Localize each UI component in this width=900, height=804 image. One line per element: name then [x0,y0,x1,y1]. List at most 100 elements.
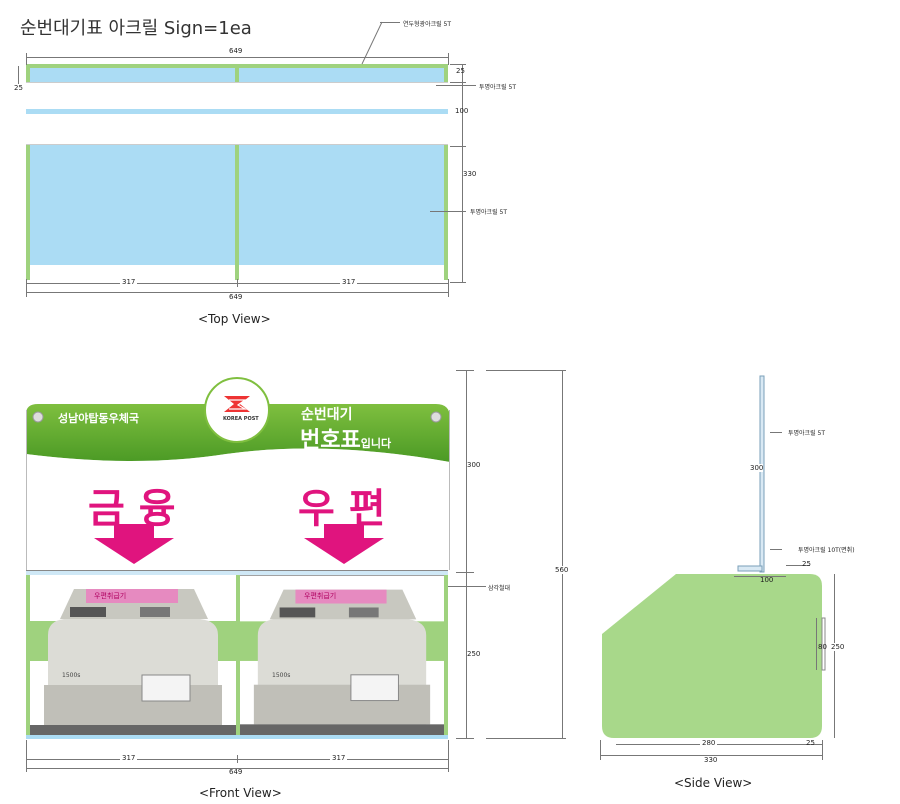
dim-label: 25 [806,739,815,747]
dim-line [600,755,822,756]
side-view-caption: <Side View> [674,776,753,790]
front-header-right-line2: 번호표입니다 [300,422,391,454]
dim-label: 560 [555,566,569,574]
dim-line [786,565,810,566]
dim-label: 25 [456,67,465,75]
leader-line [770,549,782,550]
dim-tick [486,738,566,739]
dim-tick [448,279,449,297]
note-clear-acrylic-1: 투명아크릴 5T [479,84,516,91]
dim-tick [456,572,474,573]
leader-line-diagonal [361,21,383,65]
down-arrow-icon [304,524,384,564]
leader-line [436,85,476,86]
front-header-left-text: 성남야탑동우체국 [58,412,139,425]
dim-label: 649 [229,293,243,301]
leader-line [380,22,400,23]
front-header-right-line1: 순번대기 [301,407,353,423]
dim-tick [456,370,474,371]
dim-label: 649 [229,768,243,776]
down-arrow-icon [94,524,174,564]
note-clear-acrylic-2: 투명아크릴 5T [470,209,507,216]
top-view-clear-band-1 [26,82,448,109]
dim-tick [450,146,466,147]
top-view-clear-band-2 [26,114,448,145]
top-view-panel-right [239,145,444,265]
ticket-machine-photo-right [240,575,444,737]
dim-line [466,370,467,738]
dim-tick [448,53,449,65]
dim-label: 250 [467,650,481,658]
dim-tick [456,738,474,739]
dim-tick [237,755,238,763]
dim-label: 80 [818,643,827,651]
dim-label: 100 [760,576,774,584]
front-view-header-art [26,377,450,471]
front-frame-left [26,575,30,737]
dim-label: 25 [14,84,23,92]
dim-line [26,768,448,769]
dim-label: 25 [802,560,811,568]
dim-label: 317 [340,278,358,286]
top-view-panel-left [30,145,235,265]
dim-line [26,292,448,293]
top-view-top-strip-left [30,68,235,82]
ticket-machine-photo-left [30,575,236,737]
dim-line [834,574,835,738]
dim-tick [450,64,466,65]
dim-label: 250 [831,643,845,651]
machine-screen-left: 우편취급기 [94,592,127,600]
dim-line [462,146,463,282]
dim-label: 300 [467,461,481,469]
note-top-acrylic: 연두형광아크릴 5T [403,21,452,28]
dim-line [616,744,822,745]
dim-label: 100 [455,107,469,115]
dim-line [462,64,463,146]
front-frame-right [444,575,448,737]
machine-model-right: 1500s [272,672,291,679]
dim-tick [26,740,27,772]
korea-post-logo-text: KOREA POST [223,416,259,422]
dim-tick [26,279,27,297]
machine-model-left: 1500s [62,672,81,679]
top-view-caption: <Top View> [198,312,271,326]
note-triangle-bar: 삼각철대 [488,585,511,592]
dim-line [734,576,786,577]
dim-label: 330 [704,756,718,764]
dim-tick [237,279,238,287]
dim-tick [448,740,449,772]
top-view-top-strip-right [239,68,444,82]
dim-label: 280 [700,739,718,747]
dim-line [816,618,817,670]
dim-tick [450,282,466,283]
front-header-right-small: 입니다 [360,437,392,450]
dim-line [562,370,563,738]
front-view-caption: <Front View> [199,786,282,800]
note-side-acrylic: 투명아크릴 5T [788,430,825,437]
top-view-frame-right [444,64,448,280]
upper-panel-outline [26,410,450,570]
side-view-drawing [602,375,826,738]
front-base-strip [26,735,448,739]
front-frame-mid [236,575,240,737]
top-view-frame-top [26,64,448,68]
dim-label: 649 [229,47,243,55]
dim-label: 300 [750,464,764,472]
leader-line [430,211,466,212]
dim-label: 317 [120,278,138,286]
page-title: 순번대기표 아크릴 Sign=1ea [20,18,252,39]
top-view: 649 25 25 100 330 연두형광아크릴 5T 투명아크릴 5T 투명… [0,0,560,330]
dim-label: 330 [463,170,477,178]
dim-tick [822,740,823,760]
top-view-frame-mid [235,64,239,280]
front-header-right-big: 번호표 [300,428,361,453]
note-side-base: 투명아크릴 10T(면취) [798,547,855,554]
dim-tick [600,740,601,760]
top-view-frame-left [26,64,30,280]
machine-screen-right: 우편취급기 [304,592,337,600]
dim-label: 317 [120,754,138,762]
dim-tick [450,82,466,83]
dim-line [18,66,19,84]
top-view-thin-strip [26,109,448,114]
front-view: 성남야탑동우체국 KOREA POST 순번대기 번호표입니다 금 융 우 편 [0,360,600,804]
